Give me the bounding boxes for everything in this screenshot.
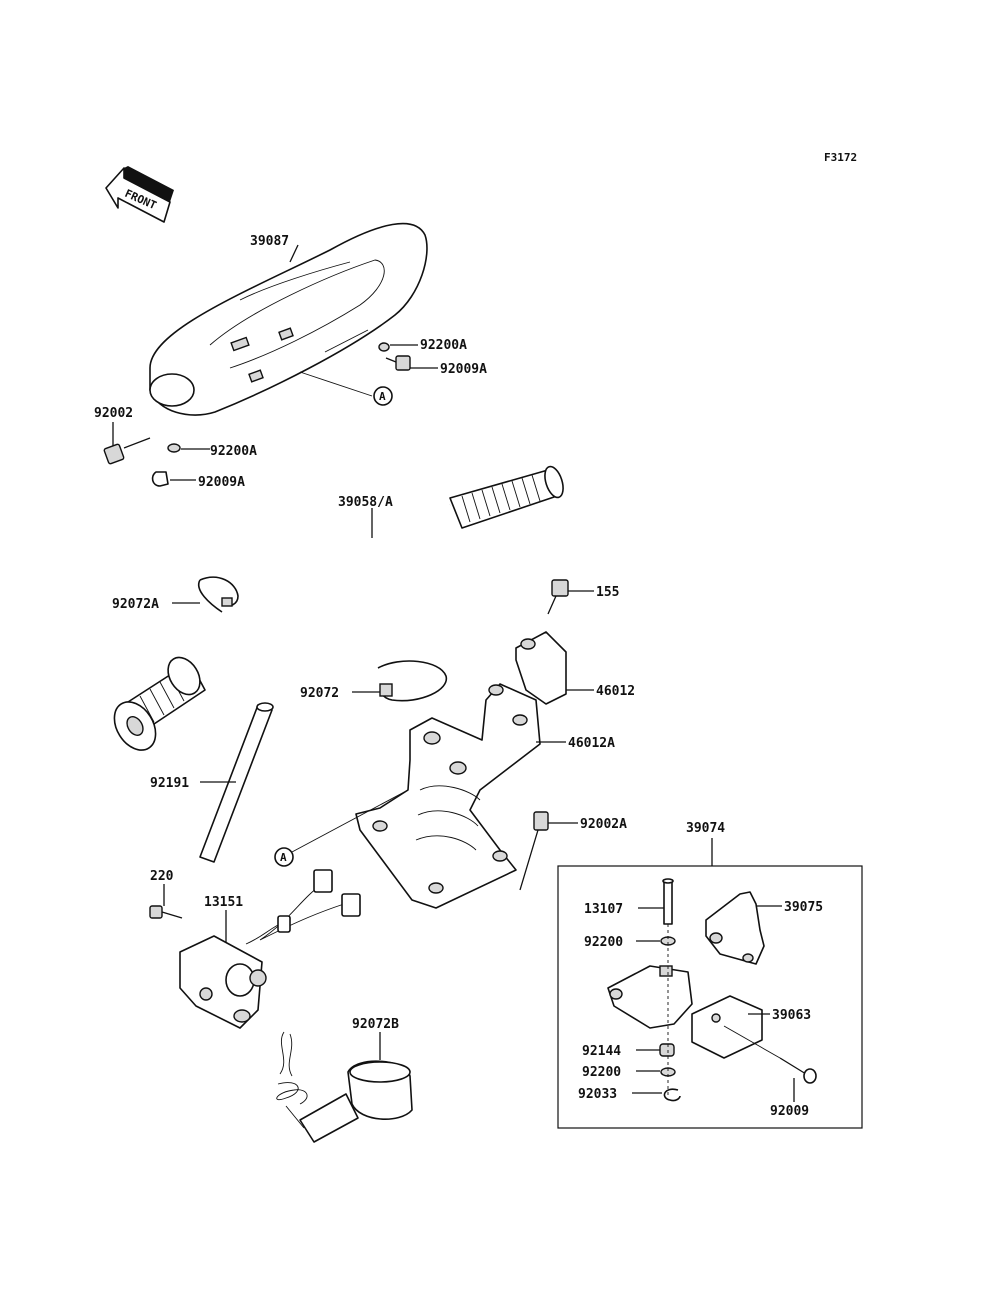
leader-ref-a-lower <box>291 789 409 853</box>
leader-39087 <box>289 244 299 263</box>
washer-92200A-upper <box>378 342 390 352</box>
handlebar-cover-39087 <box>149 222 428 416</box>
strap-92072 <box>377 660 447 702</box>
lanyard-clip-92072B <box>276 1031 413 1143</box>
front-direction-arrow-icon: FRONT <box>105 166 174 223</box>
bolt-155 <box>547 579 569 615</box>
assembly-box-39074 <box>557 865 863 1129</box>
leader-ref-a-upper-2 <box>324 329 369 353</box>
part-label-92200-upper: 92200 <box>584 935 623 950</box>
part-label-92200-lower: 92200 <box>582 1065 621 1080</box>
lever-39075 <box>705 891 765 965</box>
bolt-92009A-upper <box>385 355 411 371</box>
part-label-92033: 92033 <box>578 1087 617 1102</box>
cover-39063 <box>691 995 763 1059</box>
screw-92009 <box>779 1057 817 1084</box>
clamp-46012 <box>515 631 567 705</box>
part-label-92009A-upper: 92009A <box>440 362 487 377</box>
handlebar-39058A <box>113 465 564 751</box>
ref-marker-a-lower <box>274 847 294 867</box>
part-label-92072A: 92072A <box>112 597 159 612</box>
tube-92191 <box>199 702 274 863</box>
ref-marker-a-upper-text: A <box>379 390 386 403</box>
part-label-155: 155 <box>596 585 619 600</box>
spring-92144 <box>659 1043 675 1057</box>
part-label-92191: 92191 <box>150 776 189 791</box>
washer-92200A-lower <box>167 443 181 453</box>
part-label-92072B: 92072B <box>352 1017 399 1032</box>
part-label-92009A-lower: 92009A <box>198 475 245 490</box>
part-label-39087: 39087 <box>250 234 289 249</box>
leader-ref-a-upper <box>299 371 373 397</box>
bolt-92002 <box>103 437 151 465</box>
screw-92009A-lower <box>151 471 169 487</box>
ref-marker-a-lower-text: A <box>280 851 287 864</box>
part-label-39058A: 39058/A <box>338 495 393 510</box>
part-label-46012: 46012 <box>596 684 635 699</box>
ref-marker-a-upper <box>373 386 393 406</box>
part-label-92009: 92009 <box>770 1104 809 1119</box>
part-label-39074: 39074 <box>686 821 725 836</box>
part-label-92002: 92002 <box>94 406 133 421</box>
part-label-92144: 92144 <box>582 1044 621 1059</box>
part-label-92002A: 92002A <box>580 817 627 832</box>
part-label-92072: 92072 <box>300 686 339 701</box>
part-label-13107: 13107 <box>584 902 623 917</box>
part-label-13151: 13151 <box>204 895 243 910</box>
figure-code: F3172 <box>824 151 857 164</box>
part-label-46012A: 46012A <box>568 736 615 751</box>
holder-block <box>607 965 693 1029</box>
stop-switch-13151 <box>179 869 361 1029</box>
steering-holder-46012A <box>355 683 541 909</box>
part-label-39063: 39063 <box>772 1008 811 1023</box>
bolt-92002A <box>519 811 549 891</box>
part-label-92200A-upper: 92200A <box>420 338 467 353</box>
clamp-92072A <box>197 576 239 613</box>
part-label-220: 220 <box>150 869 174 884</box>
part-label-39075: 39075 <box>784 900 823 915</box>
leader-92009-axis <box>723 1025 781 1059</box>
pin-13107 <box>662 878 674 925</box>
screw-220 <box>149 905 183 919</box>
circlip-92033 <box>663 1088 681 1102</box>
part-label-92200A-lower: 92200A <box>210 444 257 459</box>
